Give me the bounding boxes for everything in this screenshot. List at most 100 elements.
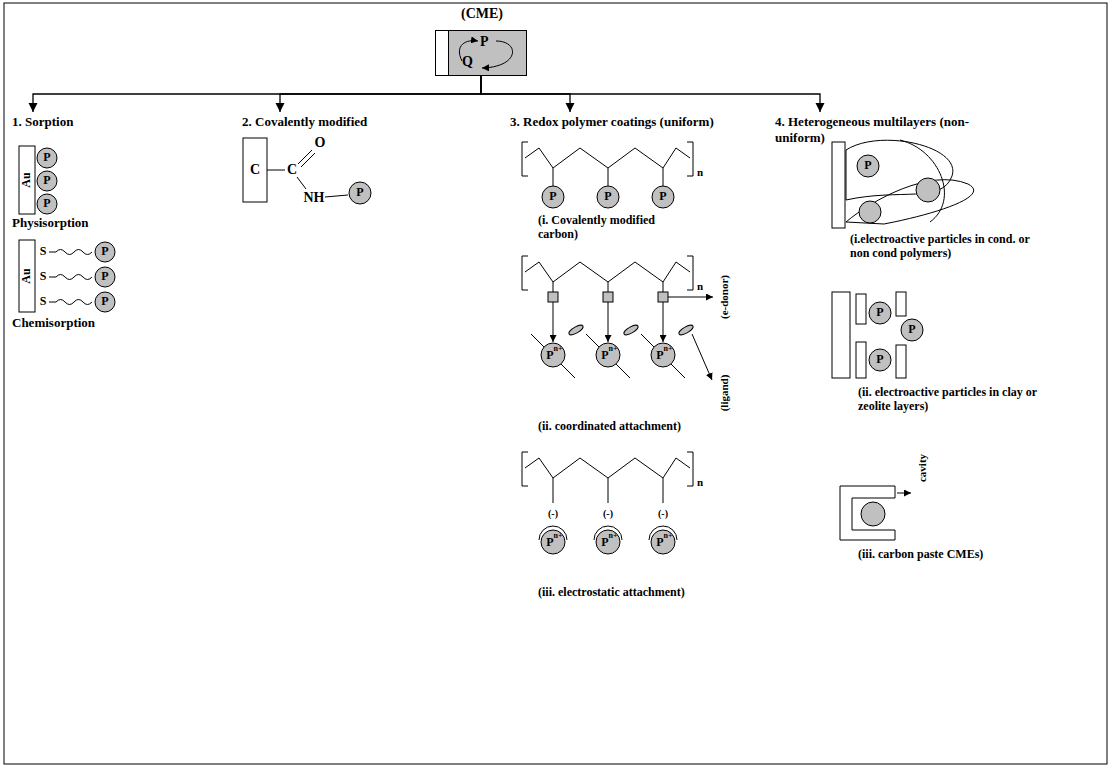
branch-heading: 3. Redox polymer coatings (uniform) xyxy=(510,114,714,130)
atom-label: S xyxy=(40,245,47,259)
amide-bond xyxy=(298,150,312,164)
thiol-linker xyxy=(49,250,92,305)
paste-holder xyxy=(840,486,895,540)
species-circle xyxy=(541,186,675,554)
species-circle xyxy=(541,530,565,554)
polymer-backbone xyxy=(525,458,690,478)
particle xyxy=(901,319,923,341)
thiol-linker xyxy=(49,300,92,305)
species-circle xyxy=(651,343,675,367)
species-letter: P xyxy=(549,190,556,204)
coordination-arrow xyxy=(553,302,554,342)
species-letter: P xyxy=(356,186,363,200)
species-circle xyxy=(596,343,620,367)
species-letter: P xyxy=(101,295,108,309)
species-letter: P xyxy=(864,159,871,173)
heading-text: 1. Sorption xyxy=(12,114,73,130)
species-letter: P xyxy=(546,536,553,550)
caption: (i. Covalently modified carbon) xyxy=(538,214,688,242)
electrode-plate xyxy=(832,142,906,378)
coordination-arrow xyxy=(608,302,609,342)
species-letter: P xyxy=(546,349,553,363)
species-circle xyxy=(349,182,371,204)
electrode-plate xyxy=(856,294,866,324)
species-letter: P xyxy=(101,270,108,284)
outer-frame xyxy=(4,3,1107,764)
caption: (iii. electrostatic attachment) xyxy=(538,586,685,600)
species-letter: P xyxy=(659,190,666,204)
branch-connector xyxy=(481,76,820,112)
ligand-line xyxy=(531,334,575,378)
polymer-film xyxy=(846,180,974,224)
callout-label: (ligand) xyxy=(718,375,731,412)
atom-label: C xyxy=(287,162,297,178)
caption: (iii. carbon paste CMEs) xyxy=(858,548,983,562)
species-letter: P xyxy=(908,323,915,337)
caption: (i.electroactive particles in cond. or n… xyxy=(850,233,1045,261)
repeat-index: n xyxy=(697,280,703,293)
charge-superscript: n+ xyxy=(663,344,672,353)
amide-bond xyxy=(325,195,348,197)
electrode-plate xyxy=(896,292,906,316)
polymer-backbone xyxy=(553,478,663,503)
caption: Physisorption xyxy=(12,216,89,231)
electrode-plate xyxy=(832,142,845,228)
repeat-index: n xyxy=(697,166,703,179)
charge-superscript: n+ xyxy=(608,344,617,353)
paste-holder xyxy=(897,493,911,494)
ligand-line xyxy=(586,334,630,378)
callout-label: cavity xyxy=(916,454,929,482)
species-letter: P xyxy=(601,349,608,363)
charge-superscript: n+ xyxy=(608,531,617,540)
species-circle xyxy=(651,530,675,554)
ligand-leaf xyxy=(568,323,585,336)
electrode-plate xyxy=(832,292,850,378)
particle xyxy=(869,302,891,324)
amide-bond xyxy=(297,177,306,189)
branch-heading: 1. Sorption xyxy=(12,114,73,130)
particle xyxy=(859,201,881,223)
callout-label: (e-donor) xyxy=(718,275,731,319)
outer-frame xyxy=(4,3,1107,764)
caption: (ii. coordinated attachment) xyxy=(538,420,681,434)
species-circle xyxy=(37,194,57,214)
thiol-linker xyxy=(49,250,92,255)
species-letter: P xyxy=(480,34,489,50)
species-circle xyxy=(37,148,57,168)
species-letter: P xyxy=(43,174,50,188)
amide-bond xyxy=(267,150,348,197)
charge-superscript: n+ xyxy=(553,531,562,540)
particle xyxy=(857,155,879,177)
amide-bond xyxy=(301,153,315,167)
species-circle xyxy=(349,182,371,204)
coordination-arrow xyxy=(663,302,664,342)
branch-heading: 4. Heterogeneous multilayers (non-unifor… xyxy=(775,114,985,145)
coordination-arrow xyxy=(553,297,713,380)
branch-connector xyxy=(33,76,481,112)
ligand-line xyxy=(531,334,685,378)
atom-label: S xyxy=(40,270,47,284)
polymer-backbone xyxy=(553,168,663,186)
charge-superscript: n+ xyxy=(663,531,672,540)
charge-label: (-) xyxy=(658,508,668,520)
atom-label: O xyxy=(315,135,326,151)
species-circle xyxy=(541,343,565,367)
charge-label: (-) xyxy=(603,508,613,520)
particle xyxy=(857,155,940,371)
coordination-arrow xyxy=(692,334,712,380)
species-letter: P xyxy=(101,245,108,259)
polymer-film xyxy=(900,140,944,222)
species-circle xyxy=(652,186,674,208)
amide-bond xyxy=(267,170,285,171)
heading-text: 2. Covalently modified xyxy=(242,114,367,130)
polymer-backbone xyxy=(525,148,690,168)
caption: (ii. electroactive particles in clay or … xyxy=(858,386,1038,414)
charge-superscript: n+ xyxy=(553,344,562,353)
species-letter: P xyxy=(43,197,50,211)
heading-text: 4. Heterogeneous multilayers (non-unifor… xyxy=(775,114,985,145)
branch-connector xyxy=(280,76,481,112)
atom-label: S xyxy=(40,295,47,309)
polymer-backbone xyxy=(522,142,693,503)
species-letter: P xyxy=(656,349,663,363)
